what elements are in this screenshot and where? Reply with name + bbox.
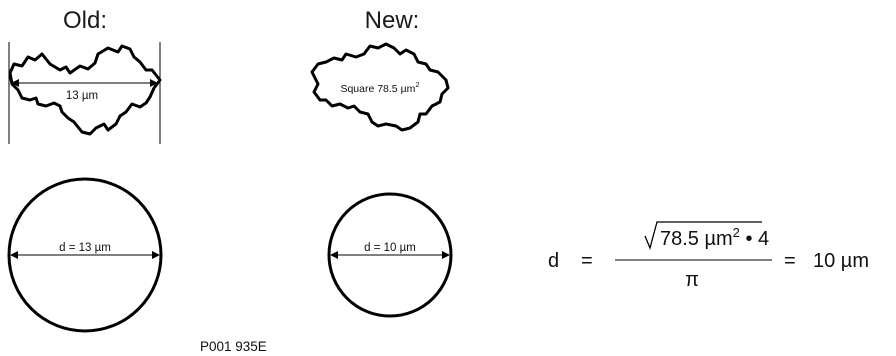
new-particle-label-main: Square 78.5 µm	[340, 83, 415, 95]
old-equivalent-circle: d = 13 µm	[7, 177, 163, 333]
new-irregular-particle-outline	[310, 42, 450, 132]
square-root-sign	[644, 221, 762, 251]
old-circle-label: d = 13 µm	[59, 242, 111, 254]
formula-numerator-superscript: 2	[733, 225, 740, 240]
diameter-formula: d = 78.5 µm2 • 4 π = 10 µm	[548, 221, 869, 291]
new-heading: New:	[365, 7, 420, 34]
old-circle-outline	[7, 177, 163, 333]
new-particle-label: Square 78.5 µm2	[340, 80, 419, 95]
reference-code: P001 935E	[200, 339, 267, 354]
formula-result: 10 µm	[813, 250, 869, 272]
formula-lhs: d	[548, 250, 559, 272]
formula-numerator: 78.5 µm2 • 4	[660, 225, 769, 250]
new-circle-label: d = 10 µm	[364, 242, 416, 254]
formula-equals-2: =	[784, 250, 796, 272]
formula-equals-1: =	[581, 250, 593, 272]
formula-denominator: π	[685, 269, 699, 291]
new-particle-label-superscript: 2	[415, 80, 419, 89]
new-circle-outline	[327, 192, 453, 318]
old-heading: Old:	[63, 7, 107, 34]
formula-numerator-main: 78.5 µm	[660, 228, 733, 250]
old-particle: 13 µm	[8, 42, 162, 144]
old-irregular-particle-outline	[8, 44, 162, 136]
old-particle-label: 13 µm	[66, 90, 98, 102]
new-equivalent-circle: d = 10 µm	[327, 192, 453, 318]
new-particle: Square 78.5 µm2	[310, 42, 450, 132]
formula-numerator-tail: • 4	[740, 228, 769, 250]
